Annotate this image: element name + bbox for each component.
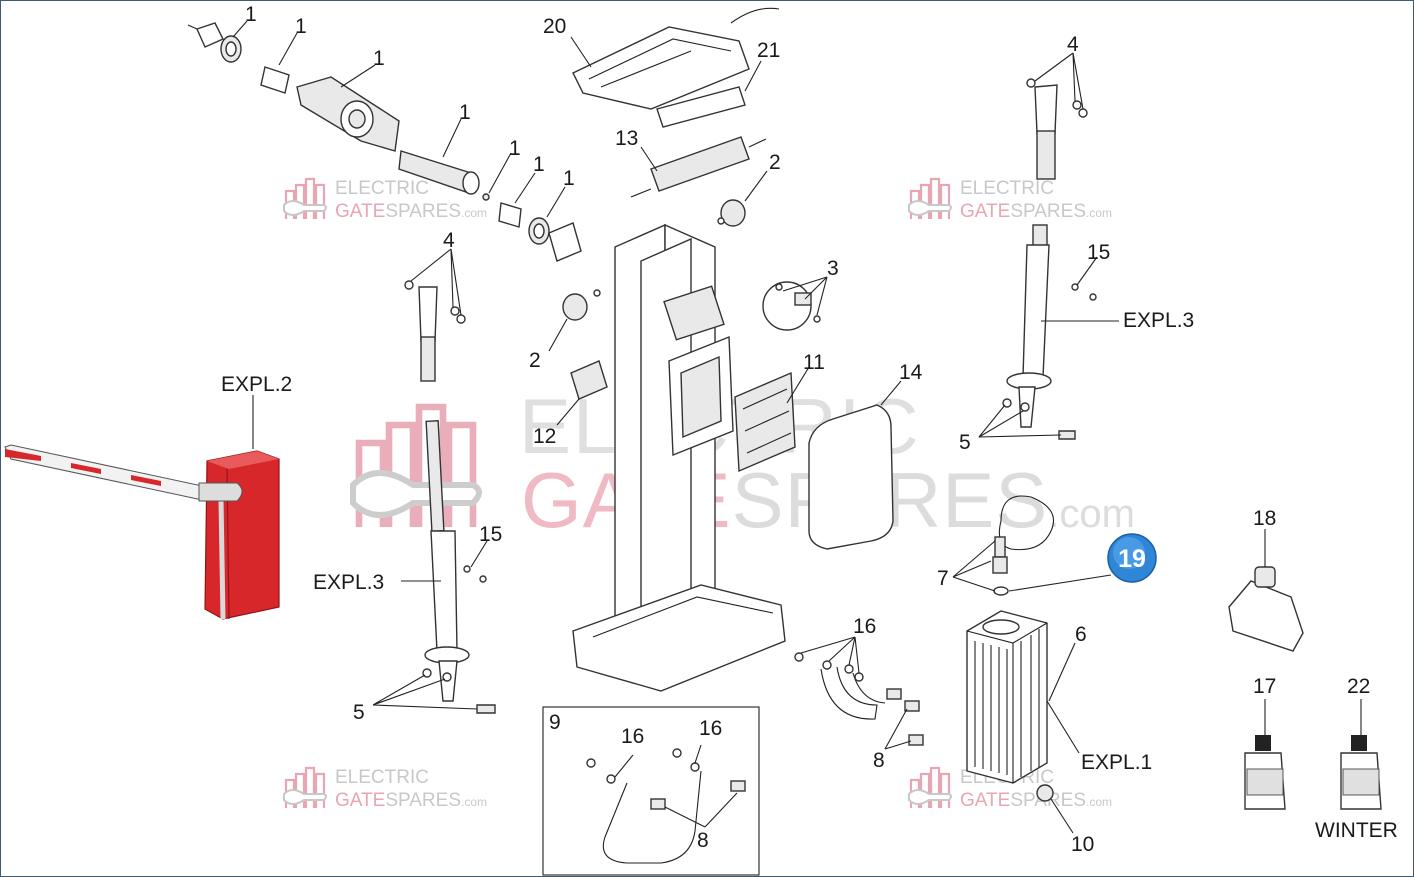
transformer [650,136,750,192]
label-expl1: EXPL.1 [1081,751,1152,774]
limit-switch [663,285,725,341]
mounting-bracket-2 [1034,84,1058,134]
watermark-small-top-right: ELECTRIC GATESPARES.com [907,177,1112,222]
cover-lid [572,26,750,110]
oil-plug [1036,784,1054,802]
watermark-small-bottom-left: ELECTRIC GATESPARES.com [282,766,487,811]
label-20: 20 [543,15,566,38]
label-9: 9 [549,711,561,734]
hose-kit-box [542,706,760,876]
label-15: 15 [479,523,502,546]
balancing-spring-unit [1022,244,1050,378]
gate-logo-icon [907,766,953,810]
bushing-2 [498,202,522,228]
label-7: 7 [937,567,949,590]
label-winter: WINTER [1315,819,1398,842]
rubber-bumper [720,199,746,227]
bushing [260,66,290,94]
label-5: 5 [959,431,971,454]
label-1: 1 [295,15,307,38]
label-1: 1 [459,101,471,124]
label-1: 1 [563,167,575,190]
label-13: 13 [615,127,638,150]
label-15: 15 [1087,241,1110,264]
watermark-line1: ELECTRIC [960,178,1054,199]
watermark-small-top-left: ELECTRIC GATESPARES.com [282,177,487,222]
motor-cover [808,404,894,550]
watermark-line1: ELECTRIC [335,178,429,199]
spacer-plate [656,86,746,128]
bearing-plate-2 [548,222,582,262]
label-8: 8 [873,749,885,772]
oil-bottle-winter [1340,735,1382,810]
gate-logo-icon [907,177,953,221]
rubber-bumper-2 [562,293,588,321]
gate-logo-icon [282,766,328,810]
label-1: 1 [533,153,545,176]
watermark-line2: GATESPARES.com [960,790,1112,811]
label-1: 1 [509,137,521,160]
label-12: 12 [533,425,556,448]
balancing-spring-unit-2 [430,530,458,652]
bearing-plate [196,22,224,48]
hydraulic-pump-unit [966,610,1048,784]
label-2: 2 [529,349,541,372]
junction-box [570,360,608,400]
label-16: 16 [621,725,644,748]
oil-bottle [1244,735,1286,810]
watermark-line2: GATESPARES.com [335,201,487,222]
gate-logo-icon [282,177,328,221]
label-5: 5 [353,701,365,724]
label-22: 22 [1347,675,1370,698]
watermark-line2: GATESPARES.com [335,790,487,811]
label-16: 16 [699,717,722,740]
label-expl3: EXPL.3 [1123,309,1194,332]
shaft-assembly [187,22,582,262]
label-expl3: EXPL.3 [313,571,384,594]
part-19-badge[interactable]: 19 [1107,533,1157,583]
label-18: 18 [1253,507,1276,530]
gate-logo-icon [353,407,479,527]
label-16: 16 [853,615,876,638]
release-key [1228,580,1304,652]
watermark-line1: ELECTRIC [335,767,429,788]
leader-lines-1 [232,20,566,218]
label-17: 17 [1253,675,1276,698]
barrier-unit [4,444,280,620]
label-11: 11 [803,351,825,374]
label-19: 19 [1118,545,1146,573]
mounting-bracket [418,286,438,342]
label-1: 1 [245,3,257,26]
pressure-sensor [992,556,1008,574]
watermark-line2: GATESPARES.com [960,201,1112,222]
label-2: 2 [769,151,781,174]
label-21: 21 [757,39,780,62]
label-8: 8 [697,829,709,852]
label-10: 10 [1071,833,1094,856]
cabinet-frame [572,223,786,692]
label-expl2: EXPL.2 [221,373,292,396]
label-3: 3 [827,257,839,280]
label-1: 1 [373,47,385,70]
label-4: 4 [1067,33,1079,56]
label-6: 6 [1075,623,1087,646]
label-14: 14 [899,361,923,384]
label-4: 4 [443,229,455,252]
